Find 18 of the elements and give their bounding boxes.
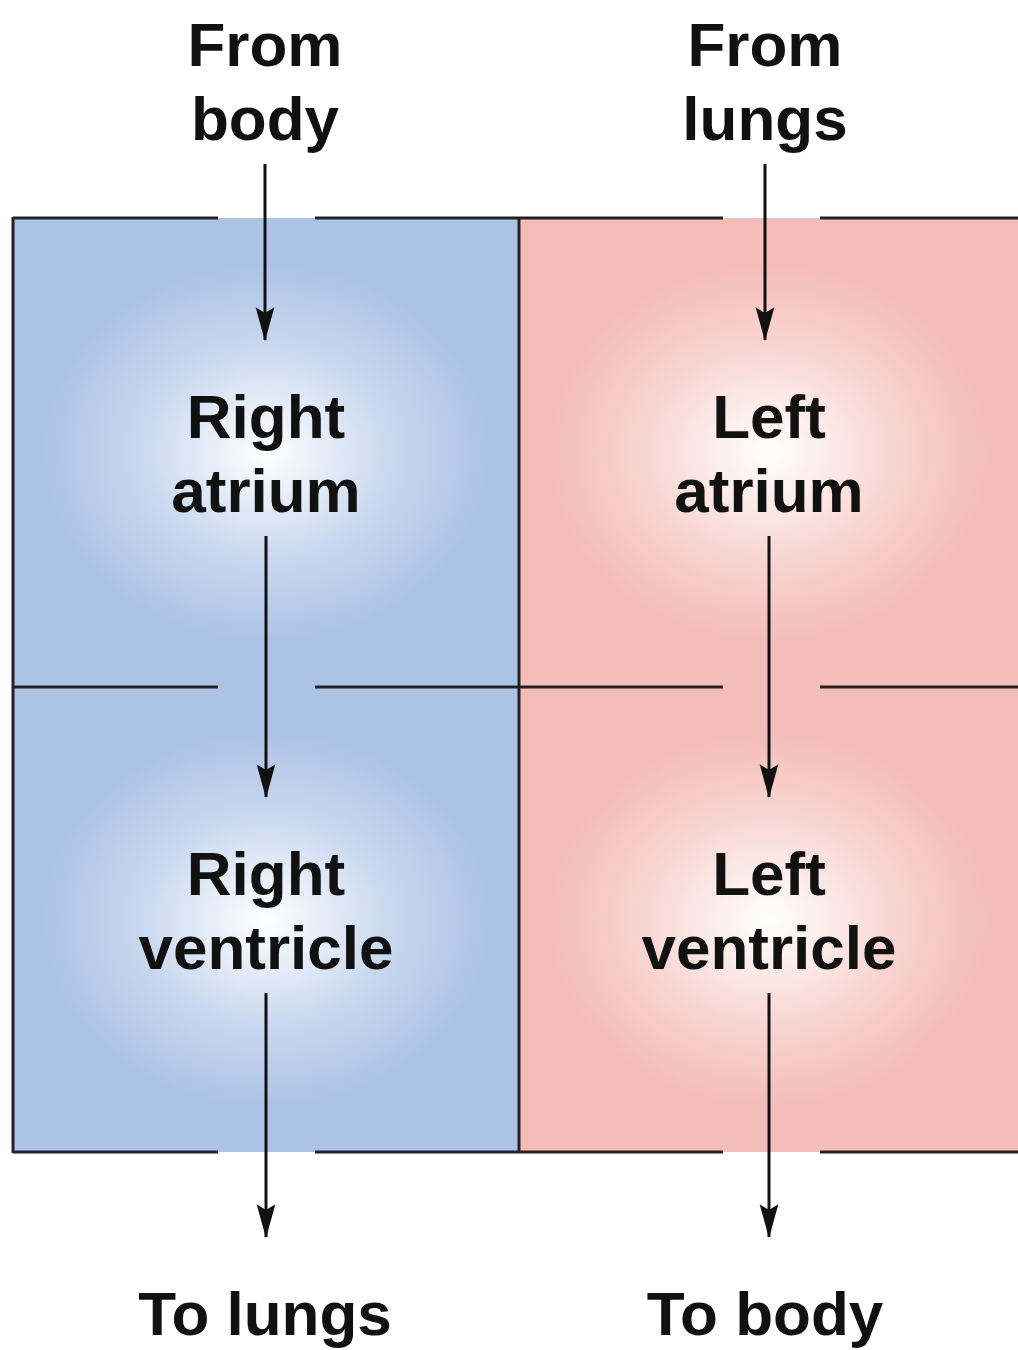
chamber-label: Right ventricle (137, 838, 395, 984)
heart-chamber-box (519, 218, 1018, 687)
flow-label: From body (186, 9, 344, 155)
chamber-label: Left atrium (673, 381, 865, 527)
flow-label: To body (645, 1278, 885, 1350)
heart-chamber-box (13, 218, 519, 687)
chamber-label: Right atrium (170, 381, 362, 527)
flow-label: From lungs (681, 9, 849, 155)
arrow (256, 536, 276, 799)
flow-label: To lungs (137, 1278, 393, 1350)
arrow (256, 993, 276, 1239)
heart-chamber-box (13, 687, 519, 1152)
arrow (759, 993, 779, 1239)
arrow (255, 164, 275, 342)
heart-chamber-box (519, 687, 1018, 1152)
arrow (755, 164, 775, 342)
chamber-label: Left ventricle (640, 838, 898, 984)
arrow (759, 536, 779, 799)
